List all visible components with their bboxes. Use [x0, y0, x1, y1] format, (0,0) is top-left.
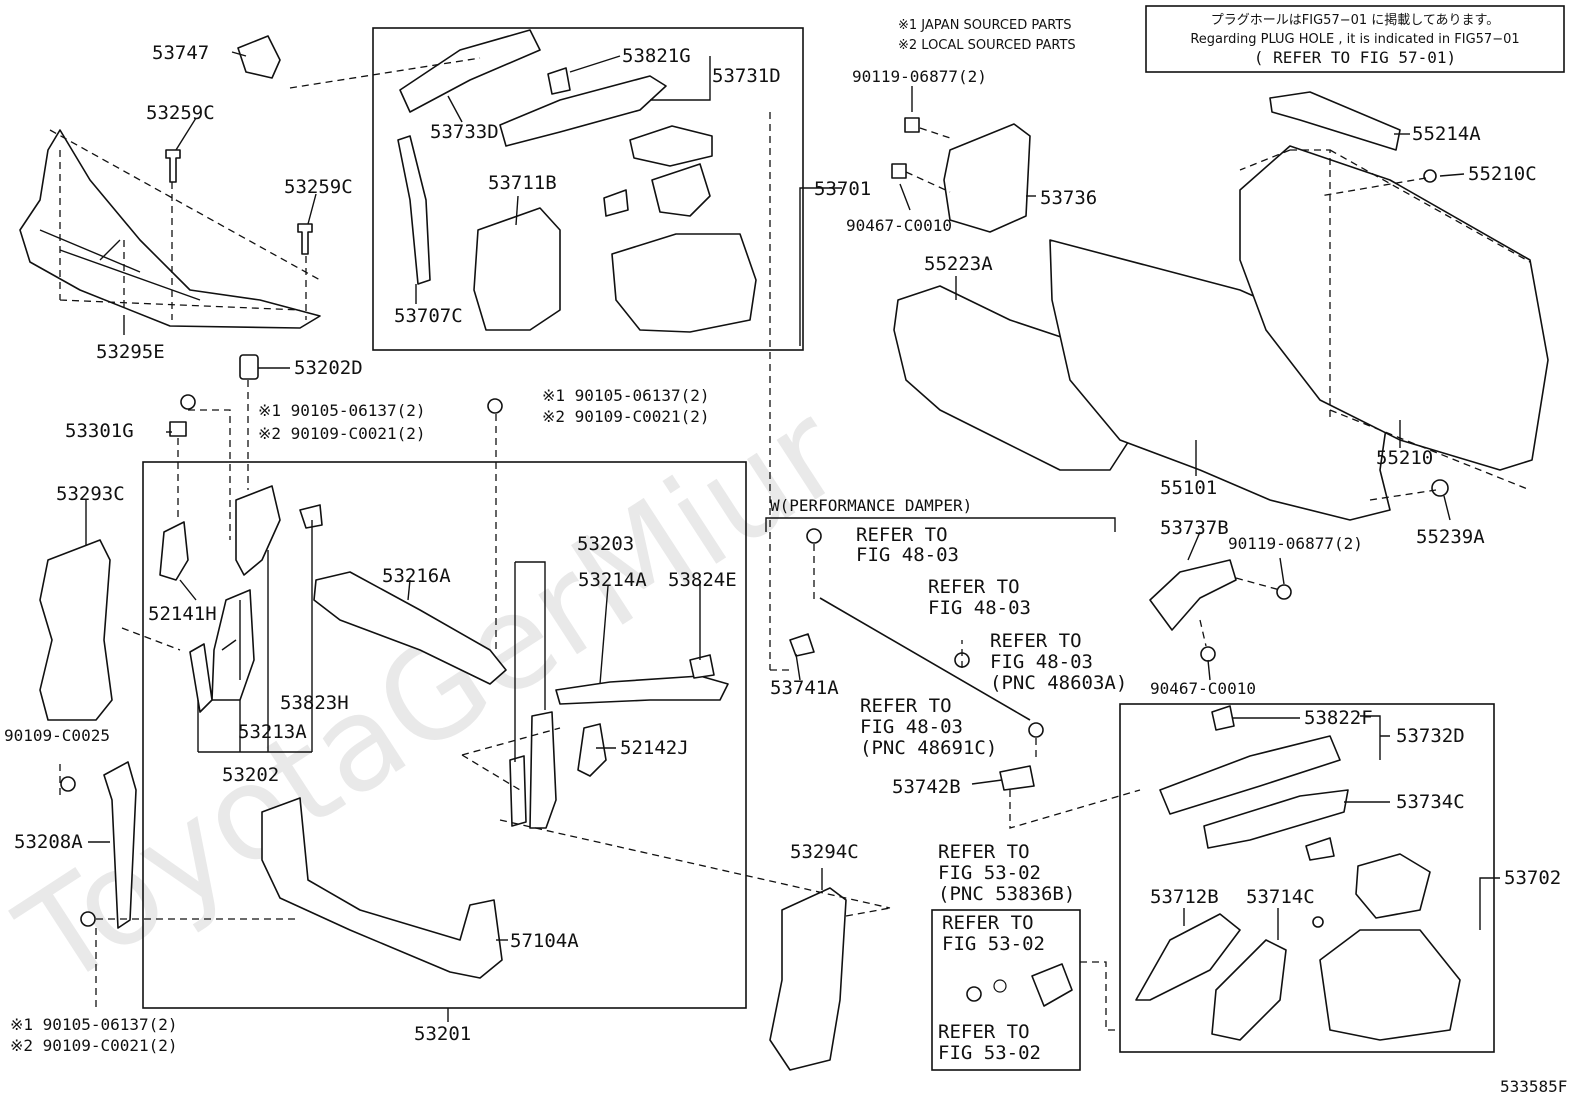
ref-4-line-1: REFER TO	[860, 695, 952, 717]
ref-4-line-2: FIG 48-03	[860, 716, 963, 738]
ref-6-line-1: REFER TO	[942, 912, 1034, 934]
part-label-53259c: 53259C	[146, 102, 215, 124]
part-label-53747: 53747	[152, 42, 209, 64]
part-label-52142j: 52142J	[620, 737, 689, 759]
ref-7-line-2: FIG 53-02	[938, 1042, 1041, 1064]
part-label-53731d: 53731D	[712, 65, 781, 87]
part-label-53741a: 53741A	[770, 677, 839, 699]
ref-2-line-2: FIG 48-03	[928, 597, 1031, 619]
part-label-53734c: 53734C	[1396, 791, 1465, 813]
part-label-53214a: 53214A	[578, 569, 647, 591]
ref-5-line-2: FIG 53-02	[938, 862, 1041, 884]
part-label-55210c: 55210C	[1468, 163, 1537, 185]
part-label-53733d: 53733D	[430, 121, 499, 143]
part-label-55214a: 55214A	[1412, 123, 1481, 145]
ref-6-line-2: FIG 53-02	[942, 933, 1045, 955]
bolt-label-3a: ※1 90105-06137(2)	[10, 1015, 178, 1034]
part-label-53711b: 53711B	[488, 172, 557, 194]
part-label-90119-06877-a: 90119-06877(2)	[852, 67, 987, 86]
part-label-53737b: 53737B	[1160, 517, 1229, 539]
part-label-90109-c0025: 90109-C0025	[4, 726, 110, 745]
part-label-53301g: 53301G	[65, 420, 134, 442]
part-label-53824e: 53824E	[668, 569, 737, 591]
ref-4-line-3: (PNC 48691C)	[860, 737, 997, 759]
part-label-53203: 53203	[577, 533, 634, 555]
bolt-label-3b: ※2 90109-C0021(2)	[10, 1036, 178, 1055]
part-label-53742b: 53742B	[892, 776, 961, 798]
part-label-53707c: 53707C	[394, 305, 463, 327]
ref-5-line-3: (PNC 53836B)	[938, 883, 1075, 905]
ref-3-line-1: REFER TO	[990, 630, 1082, 652]
ref-5-line-1: REFER TO	[938, 841, 1030, 863]
ref-1-line-1: REFER TO	[856, 524, 948, 546]
bolt-label-2b: ※2 90109-C0021(2)	[542, 407, 710, 426]
bolt-label-2a: ※1 90105-06137(2)	[542, 386, 710, 405]
part-label-53208a: 53208A	[14, 831, 83, 853]
part-label-52141h: 52141H	[148, 603, 217, 625]
part-label-53201: 53201	[414, 1023, 471, 1045]
ref-1-line-2: FIG 48-03	[856, 544, 959, 566]
group-frame-53701	[372, 27, 804, 351]
part-label-53732d: 53732D	[1396, 725, 1465, 747]
group-frame-53201	[142, 461, 747, 1009]
bolt-label-1b: ※2 90109-C0021(2)	[258, 424, 426, 443]
part-label-53736: 53736	[1040, 187, 1097, 209]
part-label-53216a: 53216A	[382, 565, 451, 587]
note-line-1: プラグホールはFIG57−01 に掲載してあります。	[1211, 12, 1499, 28]
perf-damper-label: W(PERFORMANCE DAMPER)	[770, 496, 972, 515]
part-label-53202d: 53202D	[294, 357, 363, 379]
part-label-53259c-2: 53259C	[284, 176, 353, 198]
part-label-53823h: 53823H	[280, 692, 349, 714]
note-line-3: ( REFER TO FIG 57-01)	[1254, 48, 1456, 67]
ref-7-line-1: REFER TO	[938, 1021, 1030, 1043]
part-label-57104a: 57104A	[510, 930, 579, 952]
legend-japan: ※1 JAPAN SOURCED PARTS	[898, 18, 1072, 33]
legend-local: ※2 LOCAL SOURCED PARTS	[898, 38, 1076, 53]
part-label-55210: 55210	[1376, 447, 1433, 469]
part-label-53822f: 53822F	[1304, 707, 1373, 729]
part-label-53213a: 53213A	[238, 721, 307, 743]
part-label-53712b: 53712B	[1150, 886, 1219, 908]
part-label-90119-06877-b: 90119-06877(2)	[1228, 534, 1363, 553]
bolt-label-1a: ※1 90105-06137(2)	[258, 401, 426, 420]
part-label-53295e: 53295E	[96, 341, 165, 363]
note-box	[1145, 5, 1565, 73]
ref-2-line-1: REFER TO	[928, 576, 1020, 598]
part-label-90467-c0010-a: 90467-C0010	[846, 216, 952, 235]
diagram-id: 533585F	[1500, 1077, 1567, 1096]
part-label-53701: 53701	[814, 178, 871, 200]
part-label-55239a: 55239A	[1416, 526, 1485, 548]
part-label-53202: 53202	[222, 764, 279, 786]
ref-3-line-2: FIG 48-03	[990, 651, 1093, 673]
part-label-53821g: 53821G	[622, 45, 691, 67]
group-frame-ref-53-02	[931, 909, 1081, 1071]
part-label-53294c: 53294C	[790, 841, 859, 863]
part-label-53702: 53702	[1504, 867, 1561, 889]
part-label-53293c: 53293C	[56, 483, 125, 505]
part-label-53714c: 53714C	[1246, 886, 1315, 908]
note-line-2: Regarding PLUG HOLE , it is indicated in…	[1190, 32, 1519, 47]
part-label-90467-c0010-b: 90467-C0010	[1150, 679, 1256, 698]
ref-3-line-3: (PNC 48603A)	[990, 672, 1127, 694]
perf-damper-bracket	[765, 517, 1116, 532]
part-label-55223a: 55223A	[924, 253, 993, 275]
part-label-55101: 55101	[1160, 477, 1217, 499]
